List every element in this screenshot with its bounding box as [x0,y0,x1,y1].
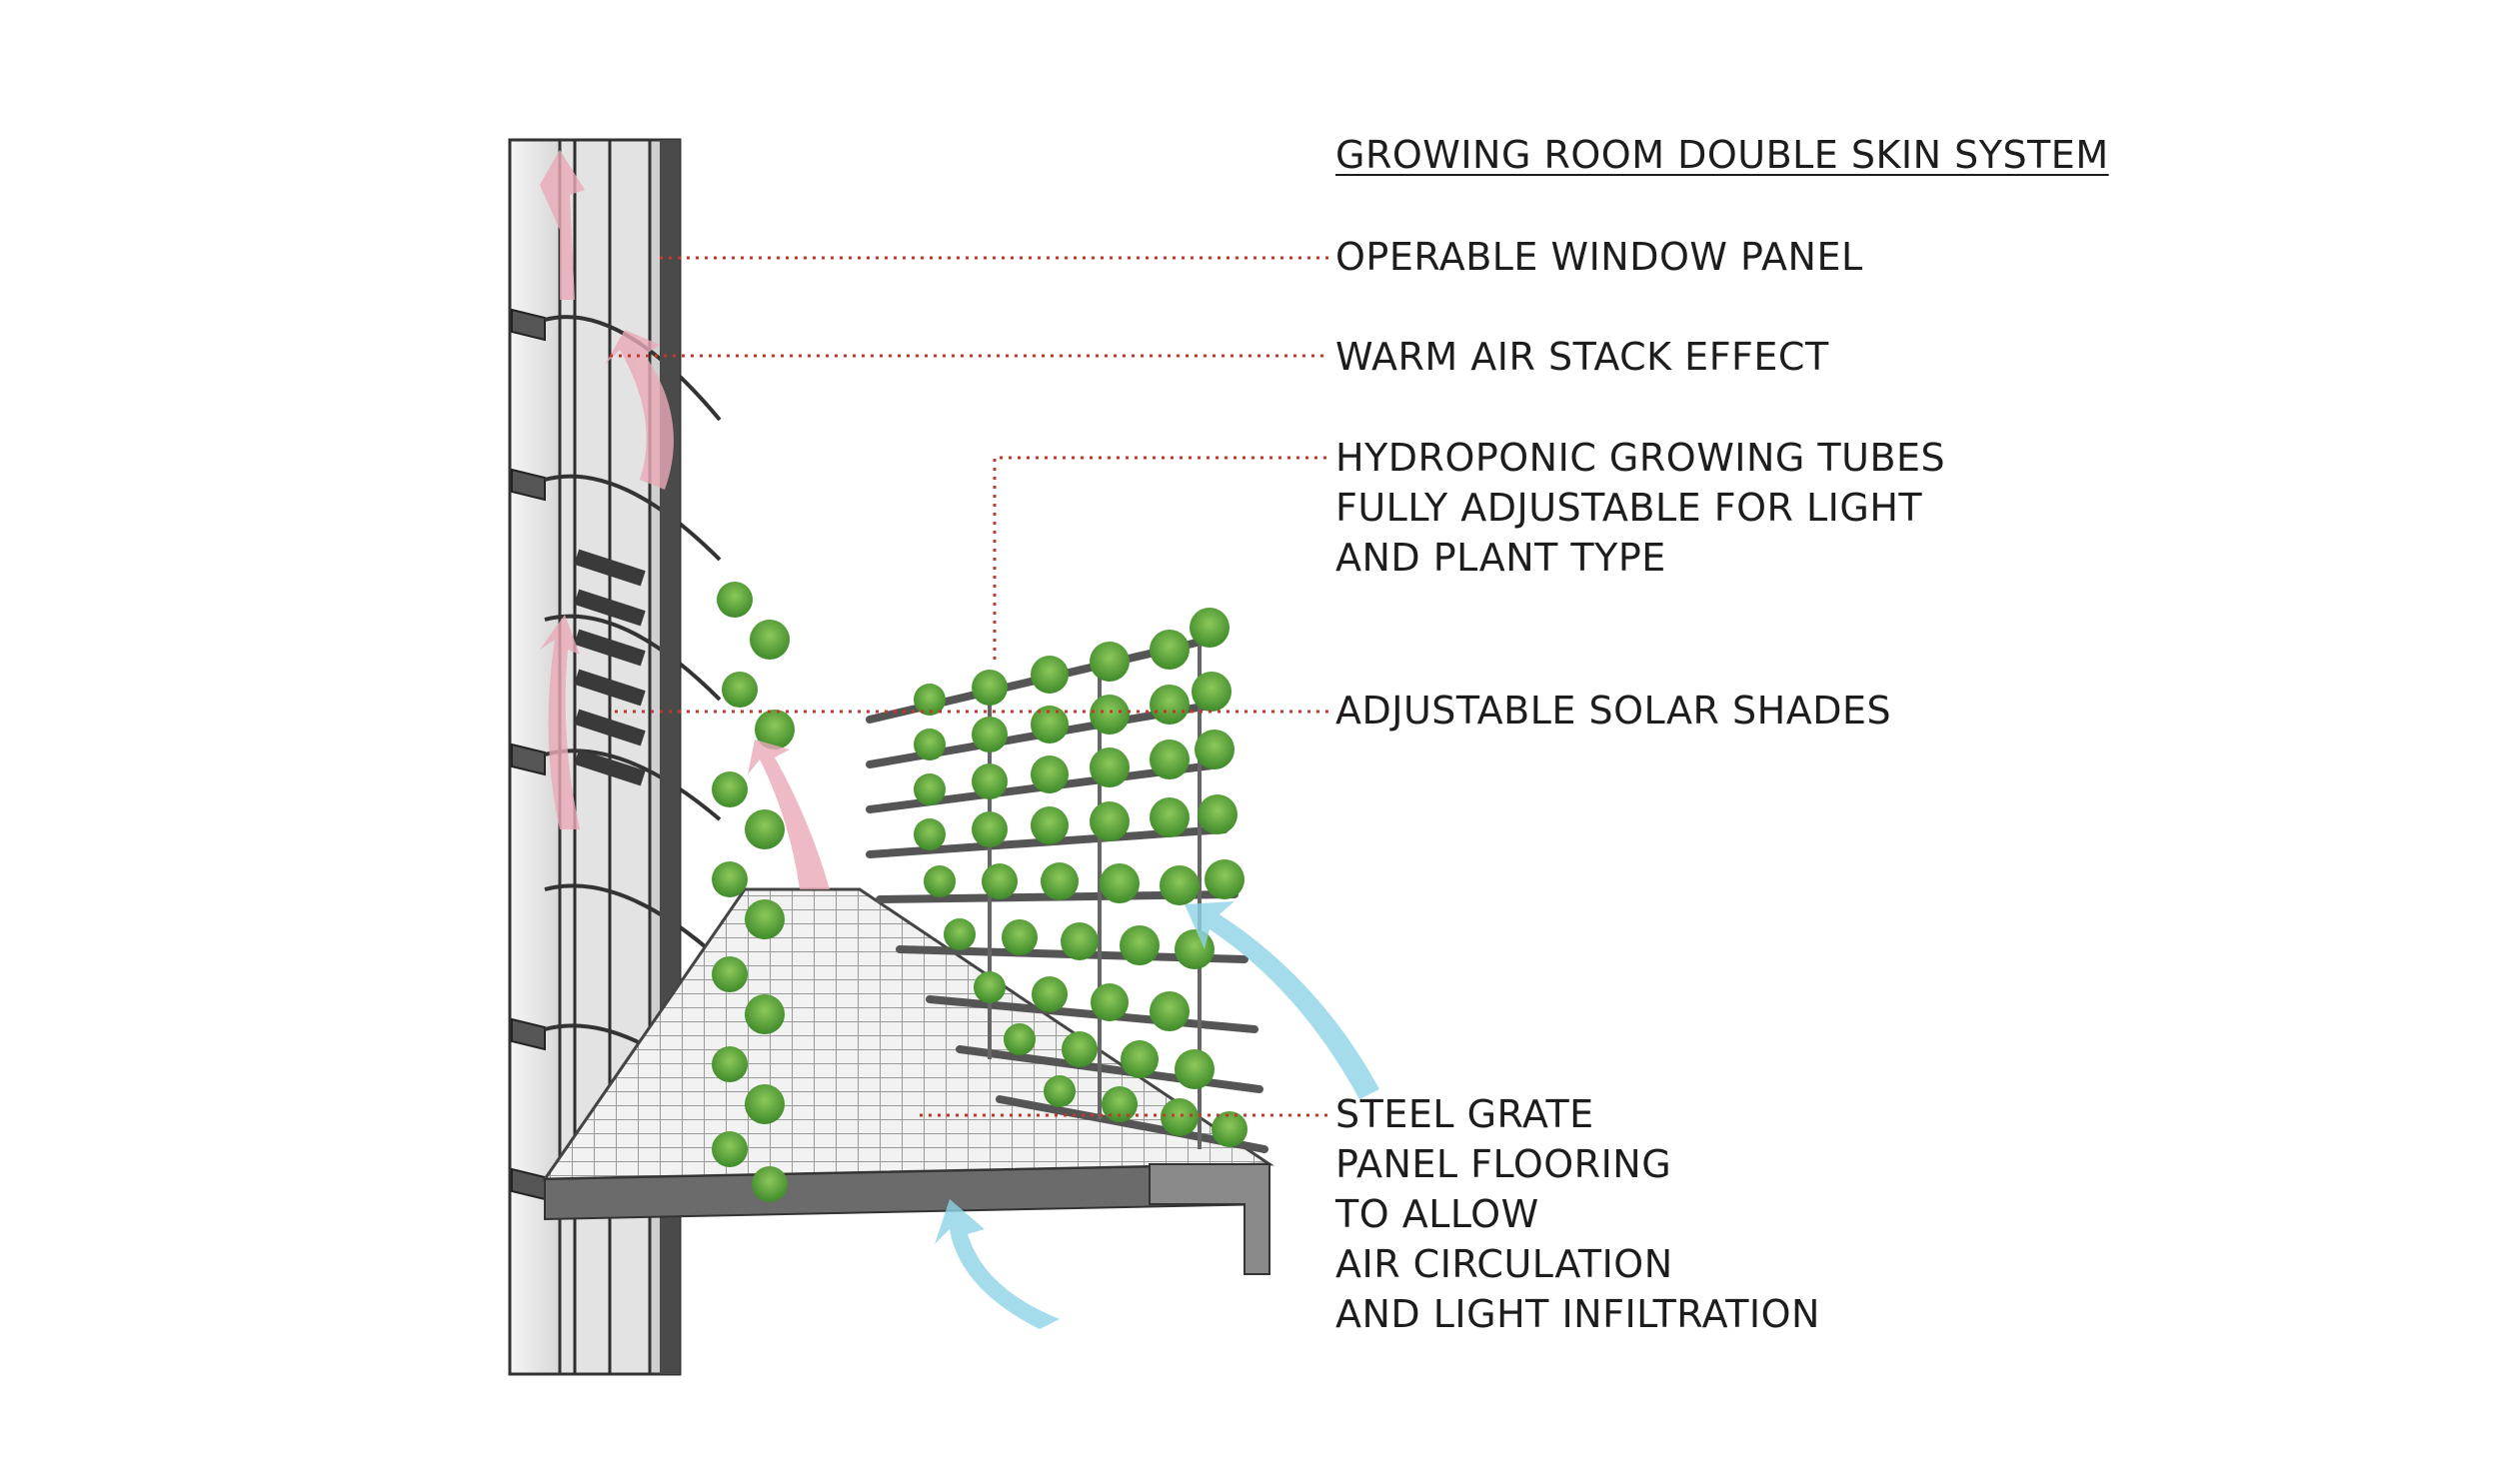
diagram-title: GROWING ROOM DOUBLE SKIN SYSTEM [1335,133,2109,177]
label-line: AND LIGHT INFILTRATION [1335,1292,1820,1336]
label-operable-window: OPERABLE WINDOW PANEL [1335,232,1863,282]
label-line: FULLY ADJUSTABLE FOR LIGHT [1335,486,1923,530]
label-hydroponic: HYDROPONIC GROWING TUBES FULLY ADJUSTABL… [1335,433,1945,583]
label-line: STEEL GRATE [1335,1092,1594,1136]
label-line: AND PLANT TYPE [1335,536,1666,580]
leader-hydroponic [993,456,1329,660]
label-line: OPERABLE WINDOW PANEL [1335,235,1863,279]
label-line: TO ALLOW [1335,1192,1539,1236]
label-solar-shades: ADJUSTABLE SOLAR SHADES [1335,686,1891,736]
label-line: HYDROPONIC GROWING TUBES [1335,436,1946,480]
plant-clusters-rear [914,608,1248,1147]
label-line: AIR CIRCULATION [1335,1242,1673,1286]
warm-air-arrows [540,150,830,889]
label-steel-grate: STEEL GRATE PANEL FLOORING TO ALLOW AIR … [1335,1089,1820,1339]
label-warm-air: WARM AIR STACK EFFECT [1335,332,1829,382]
label-line: WARM AIR STACK EFFECT [1335,335,1829,379]
label-line: ADJUSTABLE SOLAR SHADES [1335,689,1892,733]
leader-lines [610,256,1329,1117]
label-line: PANEL FLOORING [1335,1142,1672,1186]
cool-air-arrows [935,901,1379,1329]
plant-clusters-front [712,582,795,1202]
